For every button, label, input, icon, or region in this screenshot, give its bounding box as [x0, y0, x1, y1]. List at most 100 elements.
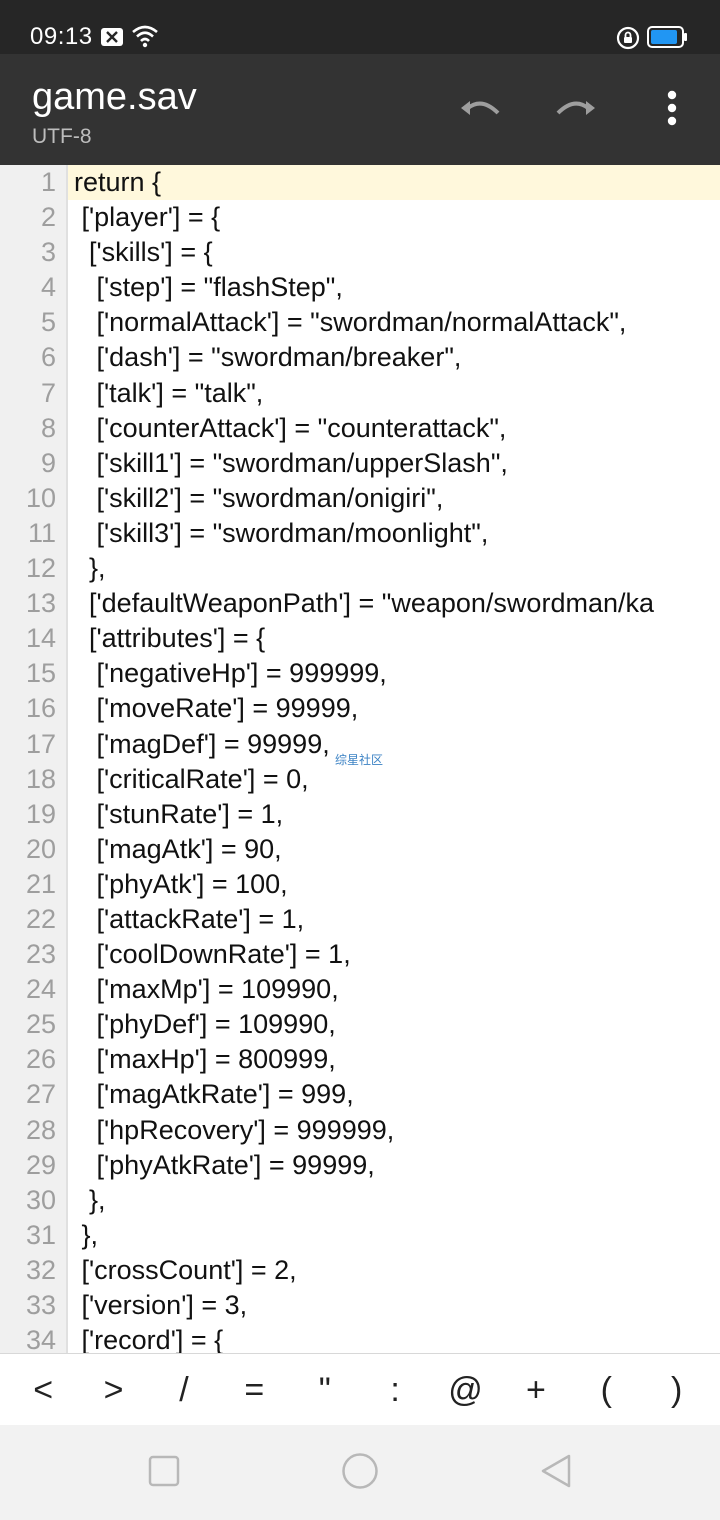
code-line[interactable]: 2 ['player'] = { — [0, 200, 720, 235]
code-line[interactable]: 9 ['skill1'] = "swordman/upperSlash", — [0, 446, 720, 481]
line-number: 6 — [40, 342, 56, 373]
symbol-key[interactable]: + — [525, 1370, 546, 1409]
line-number: 20 — [25, 833, 56, 864]
code-line[interactable]: 26 ['maxHp'] = 800999, — [0, 1042, 720, 1077]
code-line[interactable]: 5 ['normalAttack'] = "swordman/normalAtt… — [0, 305, 720, 340]
code-line[interactable]: 33 ['version'] = 3, — [0, 1288, 720, 1323]
line-text[interactable]: ['counterAttack'] = "counterattack", — [74, 412, 507, 443]
code-line[interactable]: 28 ['hpRecovery'] = 999999, — [0, 1113, 720, 1148]
line-number: 25 — [25, 1009, 56, 1040]
line-text[interactable]: ['phyAtk'] = 100, — [74, 868, 288, 899]
line-text[interactable]: ['dash'] = "swordman/breaker", — [74, 342, 462, 373]
code-line[interactable]: 11 ['skill3'] = "swordman/moonlight", — [0, 516, 720, 551]
line-number: 30 — [25, 1184, 56, 1215]
line-text[interactable]: ['skill2'] = "swordman/onigiri", — [74, 482, 444, 513]
line-text[interactable]: ['skill3'] = "swordman/moonlight", — [74, 517, 489, 548]
line-text[interactable]: ['defaultWeaponPath'] = "weapon/swordman… — [74, 588, 654, 619]
code-line[interactable]: 24 ['maxMp'] = 109990, — [0, 972, 720, 1007]
recent-apps-button[interactable] — [142, 1451, 186, 1495]
line-text[interactable]: ['talk'] = "talk", — [74, 377, 264, 408]
code-line[interactable]: 23 ['coolDownRate'] = 1, — [0, 937, 720, 972]
line-number: 10 — [25, 482, 56, 513]
code-line[interactable]: 22 ['attackRate'] = 1, — [0, 902, 720, 937]
battery-icon — [647, 25, 689, 54]
symbol-key[interactable]: < — [33, 1370, 54, 1409]
code-line[interactable]: 12 }, — [0, 551, 720, 586]
line-text[interactable]: ['skills'] = { — [74, 237, 213, 268]
symbol-key[interactable]: > — [103, 1370, 124, 1409]
symbol-key[interactable]: @ — [448, 1370, 483, 1409]
notification-x-icon — [100, 27, 124, 52]
line-text[interactable]: }, — [74, 553, 106, 584]
symbol-key[interactable]: / — [179, 1370, 189, 1409]
line-text[interactable]: }, — [74, 1184, 106, 1215]
code-line[interactable]: 21 ['phyAtk'] = 100, — [0, 867, 720, 902]
undo-button[interactable] — [452, 82, 508, 138]
line-text[interactable]: ['attributes'] = { — [74, 623, 266, 654]
line-text[interactable]: }, — [74, 1219, 99, 1250]
line-text[interactable]: ['moveRate'] = 99999, — [74, 693, 359, 724]
line-number: 3 — [40, 237, 56, 268]
symbol-key[interactable]: = — [244, 1370, 265, 1409]
line-text[interactable]: ['attackRate'] = 1, — [74, 903, 305, 934]
line-number: 11 — [27, 517, 56, 548]
symbol-key[interactable]: ) — [671, 1370, 683, 1409]
line-text[interactable]: ['phyDef'] = 109990, — [74, 1009, 336, 1040]
line-text[interactable]: ['record'] = { — [74, 1325, 224, 1353]
code-line[interactable]: 14 ['attributes'] = { — [0, 621, 720, 656]
back-button[interactable] — [534, 1451, 578, 1495]
line-text[interactable]: ['normalAttack'] = "swordman/normalAttac… — [74, 307, 627, 338]
line-text[interactable]: ['criticalRate'] = 0, — [74, 763, 309, 794]
line-text[interactable]: ['crossCount'] = 2, — [74, 1254, 297, 1285]
line-number: 28 — [25, 1114, 56, 1145]
line-text[interactable]: ['player'] = { — [74, 202, 221, 233]
line-text[interactable]: ['maxHp'] = 800999, — [74, 1044, 336, 1075]
code-line[interactable]: 34 ['record'] = { — [0, 1323, 720, 1353]
line-text[interactable]: ['version'] = 3, — [74, 1290, 248, 1320]
code-line[interactable]: 20 ['magAtk'] = 90, — [0, 832, 720, 867]
redo-button[interactable] — [548, 82, 604, 138]
line-text[interactable]: ['hpRecovery'] = 999999, — [74, 1114, 395, 1145]
line-text[interactable]: ['coolDownRate'] = 1, — [74, 939, 351, 970]
line-text[interactable]: ['negativeHp'] = 999999, — [74, 658, 387, 689]
code-line[interactable]: 8 ['counterAttack'] = "counterattack", — [0, 411, 720, 446]
code-line[interactable]: 27 ['magAtkRate'] = 999, — [0, 1077, 720, 1112]
line-number: 27 — [25, 1079, 56, 1110]
code-line[interactable]: 18 ['criticalRate'] = 0, — [0, 762, 720, 797]
code-line[interactable]: 19 ['stunRate'] = 1, — [0, 797, 720, 832]
home-button[interactable] — [338, 1451, 382, 1495]
more-options-button[interactable] — [644, 82, 700, 138]
line-text[interactable]: ['maxMp'] = 109990, — [74, 974, 339, 1005]
code-line[interactable]: 3 ['skills'] = { — [0, 235, 720, 270]
code-line[interactable]: 25 ['phyDef'] = 109990, — [0, 1007, 720, 1042]
line-text[interactable]: ['magDef'] = 99999, — [74, 728, 330, 759]
line-text[interactable]: ['step'] = "flashStep", — [74, 272, 343, 303]
code-line[interactable]: 29 ['phyAtkRate'] = 99999, — [0, 1148, 720, 1183]
line-text[interactable]: ['phyAtkRate'] = 99999, — [74, 1149, 375, 1180]
code-line[interactable]: 6 ['dash'] = "swordman/breaker", — [0, 340, 720, 375]
code-line[interactable]: 10 ['skill2'] = "swordman/onigiri", — [0, 481, 720, 516]
file-encoding[interactable]: UTF-8 — [32, 125, 92, 148]
line-number: 7 — [40, 377, 56, 408]
code-line[interactable]: 17 ['magDef'] = 99999, — [0, 727, 720, 762]
code-line[interactable]: 32 ['crossCount'] = 2, — [0, 1253, 720, 1288]
current-line-highlight — [68, 165, 720, 200]
code-line[interactable]: 16 ['moveRate'] = 99999, — [0, 691, 720, 726]
line-text[interactable]: ['skill1'] = "swordman/upperSlash", — [74, 447, 508, 478]
line-text[interactable]: ['magAtkRate'] = 999, — [74, 1079, 354, 1110]
line-text[interactable]: ['magAtk'] = 90, — [74, 833, 282, 864]
code-line[interactable]: 15 ['negativeHp'] = 999999, — [0, 656, 720, 691]
code-line[interactable]: 30 }, — [0, 1183, 720, 1218]
symbol-key[interactable]: : — [390, 1370, 400, 1409]
line-text[interactable]: return { — [74, 167, 162, 197]
code-line[interactable]: 7 ['talk'] = "talk", — [0, 376, 720, 411]
code-line[interactable]: 31 }, — [0, 1218, 720, 1253]
symbol-key[interactable]: " — [318, 1370, 331, 1409]
code-line[interactable]: 4 ['step'] = "flashStep", — [0, 270, 720, 305]
code-line[interactable]: 13 ['defaultWeaponPath'] = "weapon/sword… — [0, 586, 720, 621]
symbol-key[interactable]: ( — [600, 1370, 612, 1409]
line-text[interactable]: ['stunRate'] = 1, — [74, 798, 284, 829]
